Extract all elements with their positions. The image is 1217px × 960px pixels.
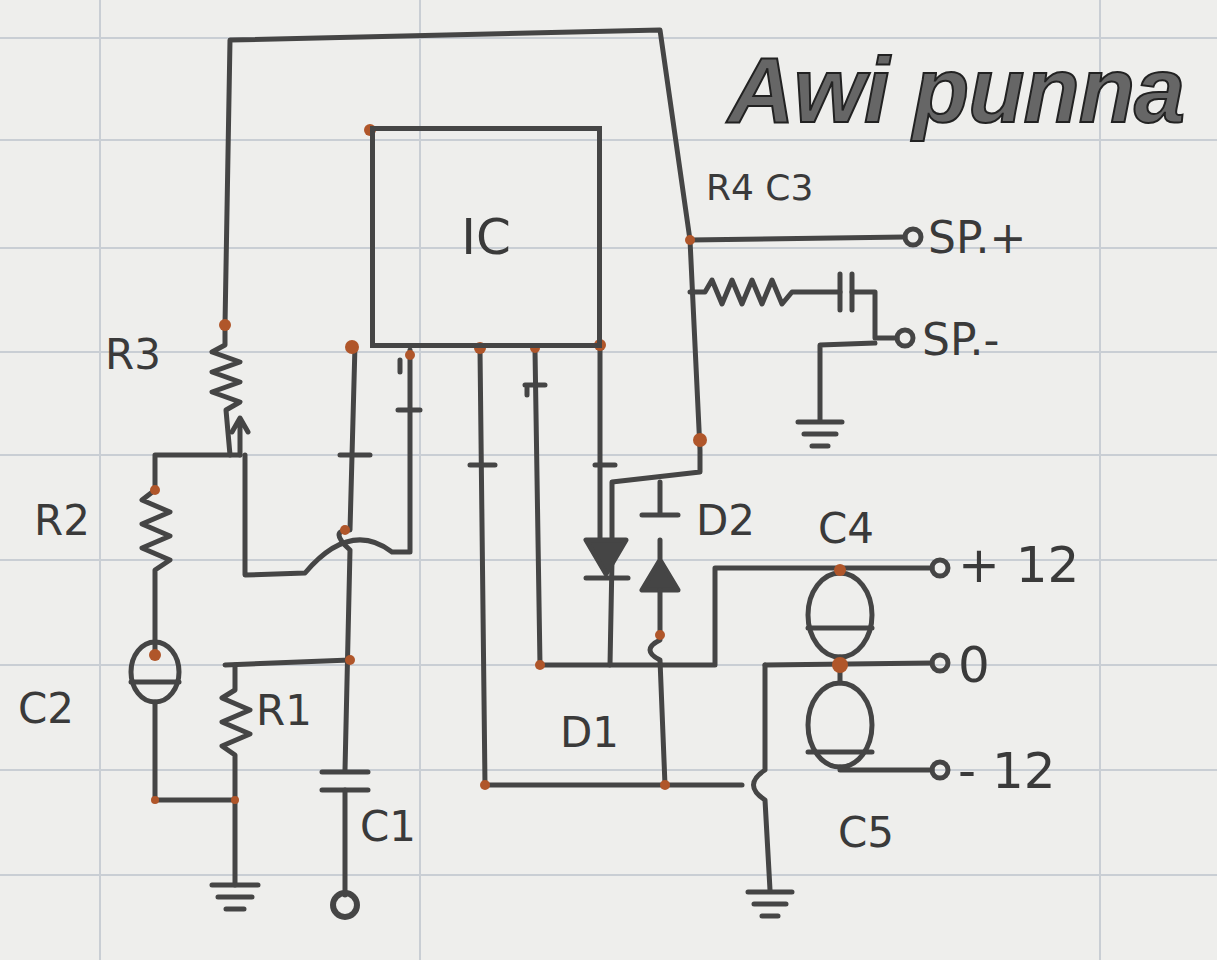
part-label: R4 C3	[706, 170, 813, 206]
part-label: D2	[696, 500, 755, 542]
wires	[131, 30, 948, 917]
part-label: R2	[34, 500, 90, 542]
part-label: D1	[560, 712, 619, 754]
part-label: C2	[18, 688, 74, 730]
solder-dots	[149, 124, 848, 804]
watermark: Awi punna	[728, 44, 1184, 136]
ic-box: IC	[370, 126, 602, 348]
terminal-label: 0	[958, 640, 990, 690]
terminal-label: SP.+	[928, 216, 1026, 260]
terminal-label: - 12	[958, 746, 1056, 796]
part-label: C5	[838, 812, 894, 854]
part-label: C4	[818, 508, 874, 550]
terminal-label: SP.-	[922, 318, 999, 362]
part-label: R3	[105, 334, 161, 376]
terminal-label: + 12	[958, 540, 1079, 590]
part-label: C1	[360, 806, 416, 848]
ic-label: IC	[461, 212, 511, 262]
part-label: R1	[256, 690, 312, 732]
